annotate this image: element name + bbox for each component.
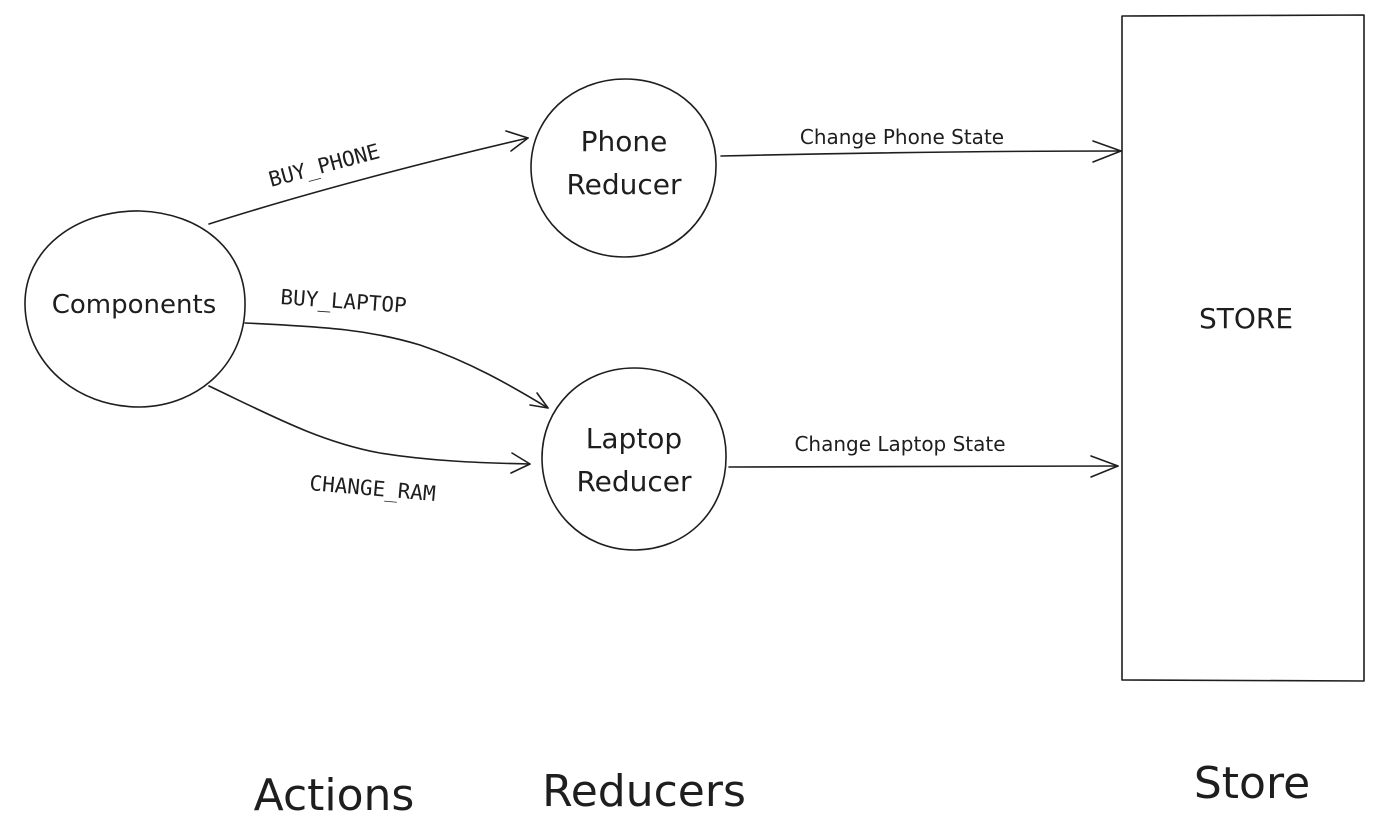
- phone-reducer-label-line1: Phone: [581, 125, 668, 158]
- change-ram-arrow: [208, 385, 531, 474]
- phone-reducer-node: Phone Reducer: [530, 78, 717, 258]
- store-node: STORE: [1121, 14, 1365, 682]
- laptop-reducer-node: Laptop Reducer: [541, 367, 727, 551]
- store-box: [1121, 14, 1365, 682]
- phone-state-label: Change Phone State: [800, 125, 1004, 149]
- laptop-reducer-circle: [541, 367, 727, 551]
- change-ram-label: CHANGE_RAM: [309, 471, 437, 506]
- buy-phone-arrow: [208, 130, 529, 225]
- laptop-state-label: Change Laptop State: [794, 432, 1005, 456]
- laptop-reducer-label-line1: Laptop: [586, 422, 682, 455]
- components-node: Components: [24, 210, 246, 408]
- buy-phone-label: BUY_PHONE: [266, 139, 382, 192]
- store-box-label: STORE: [1199, 302, 1293, 335]
- store-column-caption: Store: [1194, 758, 1310, 809]
- phone-state-arrow: [720, 140, 1122, 163]
- components-circle: [24, 210, 246, 408]
- reducers-column-caption: Reducers: [542, 766, 746, 814]
- laptop-reducer-label-line2: Reducer: [576, 465, 692, 498]
- buy-laptop-arrow: [244, 322, 549, 409]
- phone-reducer-circle: [530, 78, 717, 258]
- phone-reducer-label-line2: Reducer: [566, 168, 682, 201]
- components-label: Components: [52, 290, 217, 320]
- laptop-state-arrow: [728, 455, 1119, 478]
- actions-column-caption: Actions: [254, 770, 415, 814]
- buy-laptop-label: BUY_LAPTOP: [280, 285, 408, 318]
